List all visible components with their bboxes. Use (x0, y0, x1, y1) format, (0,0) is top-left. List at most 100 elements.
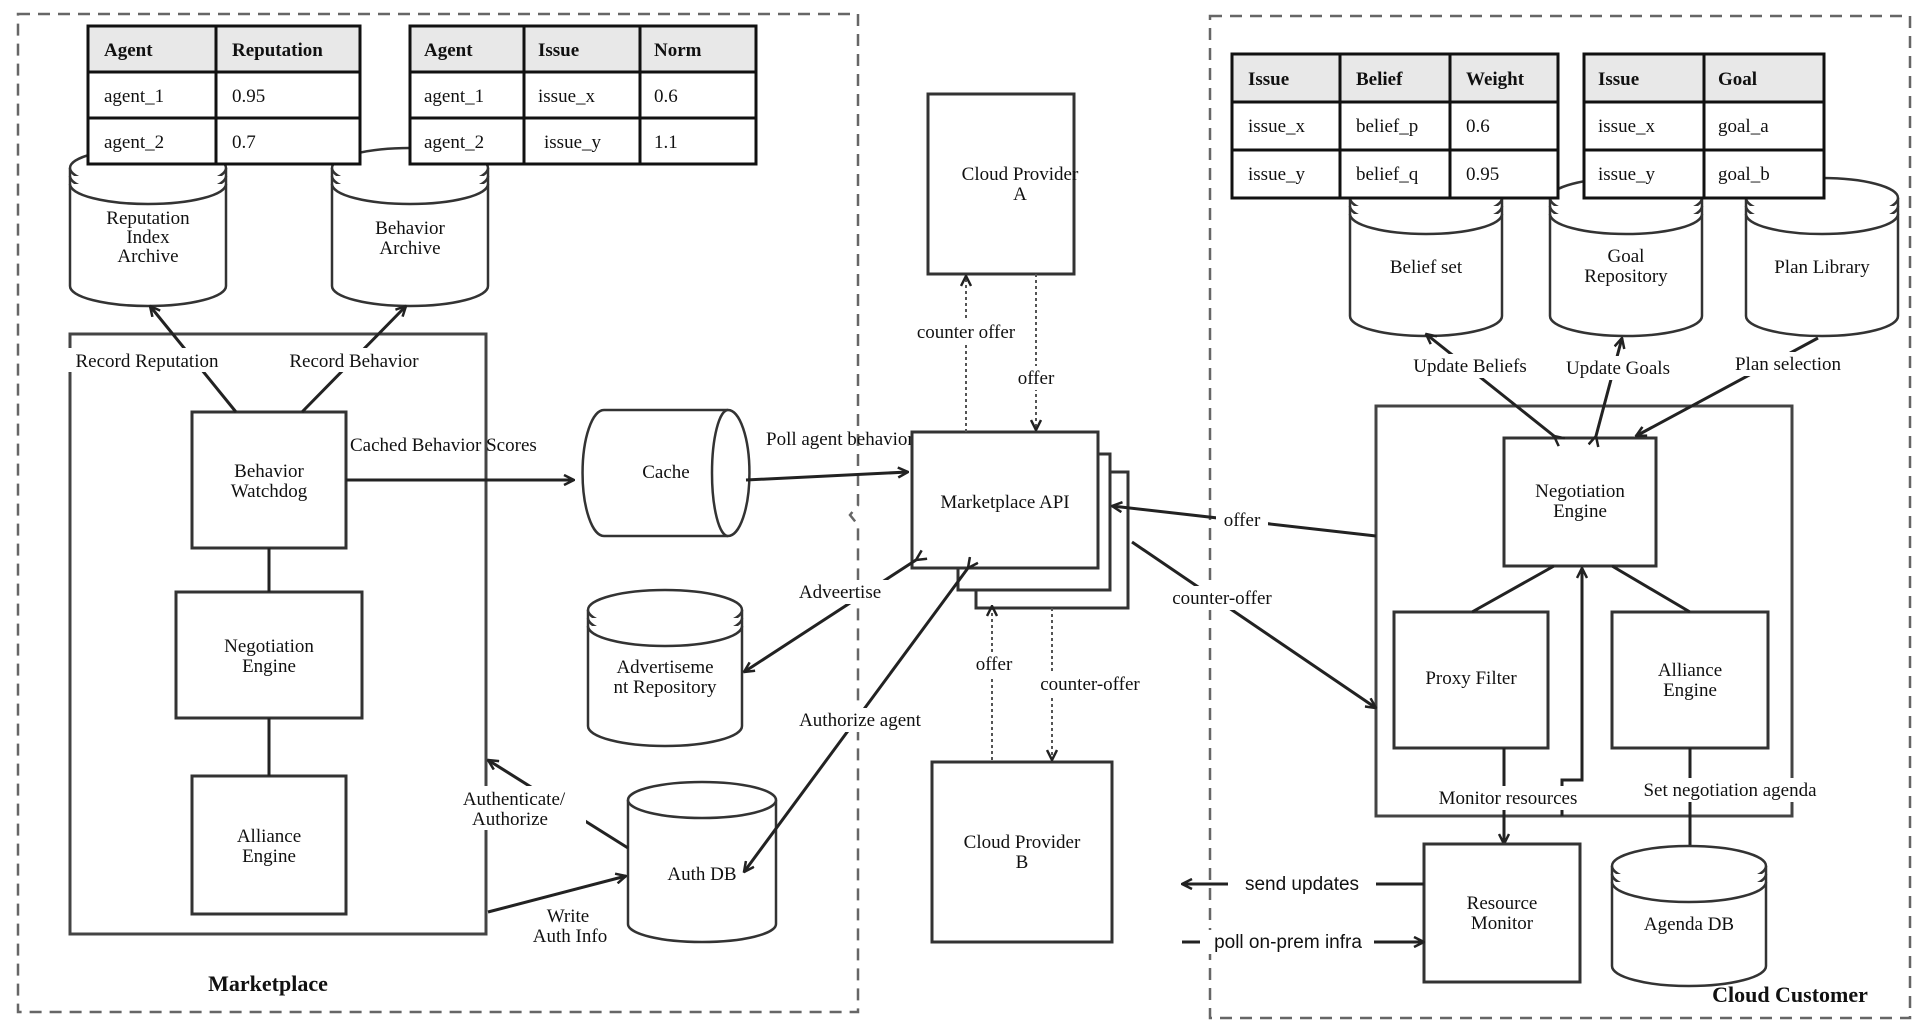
customer-agent-frame (1374, 404, 1794, 818)
update-goals-arrow (1596, 338, 1622, 436)
svg-text:B: B (1016, 852, 1029, 873)
set-agenda-label: Set negotiation agenda (1643, 780, 1817, 801)
svg-text:Belief: Belief (1356, 69, 1403, 90)
svg-text:Reputation: Reputation (232, 40, 323, 61)
monitor-resources-label: Monitor resources (1439, 788, 1578, 809)
behavior-watchdog: Behavior Watchdog (190, 410, 348, 550)
svg-text:nt Repository: nt Repository (614, 677, 717, 698)
negotiation-proxy-link (1471, 564, 1555, 614)
belief-set-store: Belief set (1348, 176, 1504, 338)
svg-text:Resource: Resource (1467, 893, 1538, 914)
goal-repository-store: Goal Repository (1548, 176, 1704, 338)
proxy-filter: Proxy Filter (1392, 610, 1550, 750)
counter-offer-a-label: counter offer (917, 322, 1016, 343)
svg-text:goal_b: goal_b (1718, 164, 1770, 185)
offer-cc-label: offer (1224, 510, 1261, 531)
marketplace-title: Marketplace (208, 971, 328, 996)
svg-text:Monitor: Monitor (1471, 913, 1534, 934)
authorize-agent-label: Authorize agent (799, 710, 922, 731)
svg-text:Agent: Agent (424, 40, 473, 61)
svg-text:Advertiseme: Advertiseme (616, 657, 713, 678)
counter-offer-cc-arrow (1131, 540, 1376, 708)
svg-text:issue_x: issue_x (1598, 116, 1656, 137)
plan-library-store: Plan Library (1744, 176, 1900, 338)
customer-alliance-engine: Alliance Engine (1610, 610, 1770, 750)
svg-text:Alliance: Alliance (1658, 660, 1722, 681)
svg-text:Behavior: Behavior (375, 218, 445, 239)
goals-table: Issue Goal issue_x goal_a issue_y goal_b (1582, 52, 1826, 200)
svg-text:issue_x: issue_x (1248, 116, 1306, 137)
svg-text:Negotiation: Negotiation (224, 636, 314, 657)
svg-text:issue_x: issue_x (538, 86, 596, 107)
svg-text:Issue: Issue (1598, 69, 1639, 90)
agenda-db-store: Agenda DB (1610, 844, 1768, 988)
cache-store: Cache (581, 408, 751, 538)
svg-text:Index: Index (126, 227, 170, 248)
svg-text:issue_y: issue_y (544, 132, 602, 153)
behavior-archive: Behavior Archive (330, 146, 490, 308)
write-auth-info-label: Auth Info (533, 926, 607, 947)
svg-text:0.7: 0.7 (232, 132, 256, 153)
update-goals-label: Update Goals (1566, 358, 1670, 379)
svg-text:Reputation: Reputation (106, 208, 190, 229)
svg-text:issue_y: issue_y (1598, 164, 1656, 185)
counter-offer-cc-label: counter-offer (1172, 588, 1272, 609)
svg-text:Issue: Issue (538, 40, 579, 61)
svg-text:0.6: 0.6 (1466, 116, 1490, 137)
marketplace-alliance-engine: Alliance Engine (190, 774, 348, 916)
svg-text:Weight: Weight (1466, 69, 1525, 90)
svg-text:Proxy Filter: Proxy Filter (1425, 668, 1517, 689)
svg-text:issue_y: issue_y (1248, 164, 1306, 185)
authorize-label: Authorize (472, 809, 548, 830)
resource-monitor: Resource Monitor (1422, 842, 1582, 984)
svg-text:Agent: Agent (104, 40, 153, 61)
negotiation-alliance-cc-link (1611, 564, 1691, 614)
svg-text:agent_2: agent_2 (424, 132, 484, 153)
cached-scores-label: Cached Behavior Scores (350, 435, 537, 456)
svg-text:Belief set: Belief set (1390, 257, 1463, 278)
advertise-arrow (744, 560, 916, 672)
marketplace-negotiation-engine: Negotiation Engine (174, 590, 364, 720)
svg-text:Auth DB: Auth DB (667, 864, 736, 885)
svg-text:agent_1: agent_1 (104, 86, 164, 107)
svg-text:Behavior: Behavior (234, 461, 304, 482)
write-auth-label: Write (547, 906, 590, 927)
update-beliefs-arrow (1426, 334, 1554, 436)
counter-offer-b-label: counter-offer (1040, 674, 1140, 695)
svg-text:Cloud Provider: Cloud Provider (964, 832, 1081, 853)
offer-b-label: offer (976, 654, 1013, 675)
svg-text:0.95: 0.95 (232, 86, 265, 107)
beliefs-table: Issue Belief Weight issue_x belief_p 0.6… (1230, 52, 1560, 200)
advertise-label: Adveertise (799, 582, 881, 603)
svg-text:Archive: Archive (117, 246, 178, 267)
svg-text:Watchdog: Watchdog (231, 481, 308, 502)
auth-db: Auth DB (626, 780, 778, 944)
svg-text:Marketplace API: Marketplace API (940, 492, 1069, 513)
poll-infra-label: poll on-prem infra (1214, 932, 1362, 953)
plan-selection-label: Plan selection (1735, 354, 1842, 375)
poll-behavior-arrow (745, 472, 908, 482)
customer-negotiation-engine: Negotiation Engine (1502, 436, 1658, 568)
svg-text:Engine: Engine (242, 656, 296, 677)
svg-text:0.6: 0.6 (654, 86, 678, 107)
record-behavior-label: Record Behavior (289, 351, 419, 372)
marketplace-agent-frame (68, 332, 488, 936)
svg-text:Negotiation: Negotiation (1535, 481, 1625, 502)
svg-text:Cloud Provider: Cloud Provider (962, 164, 1079, 185)
advertisement-repository: Advertiseme nt Repository (586, 588, 744, 748)
svg-text:1.1: 1.1 (654, 132, 678, 153)
svg-text:0.95: 0.95 (1466, 164, 1499, 185)
svg-text:goal_a: goal_a (1718, 116, 1769, 137)
svg-text:Agenda DB: Agenda DB (1644, 914, 1734, 935)
svg-text:Alliance: Alliance (237, 826, 301, 847)
reputation-table: Agent Reputation agent_1 0.95 agent_2 0.… (86, 24, 362, 166)
svg-text:Engine: Engine (1663, 680, 1717, 701)
write-auth-arrow (487, 876, 626, 914)
authenticate-label: Authenticate/ (463, 789, 566, 810)
svg-text:Goal: Goal (1718, 69, 1757, 90)
feedback-to-negotiation (1560, 568, 1582, 816)
svg-text:Archive: Archive (379, 238, 440, 259)
svg-text:agent_2: agent_2 (104, 132, 164, 153)
svg-text:Engine: Engine (1553, 501, 1607, 522)
